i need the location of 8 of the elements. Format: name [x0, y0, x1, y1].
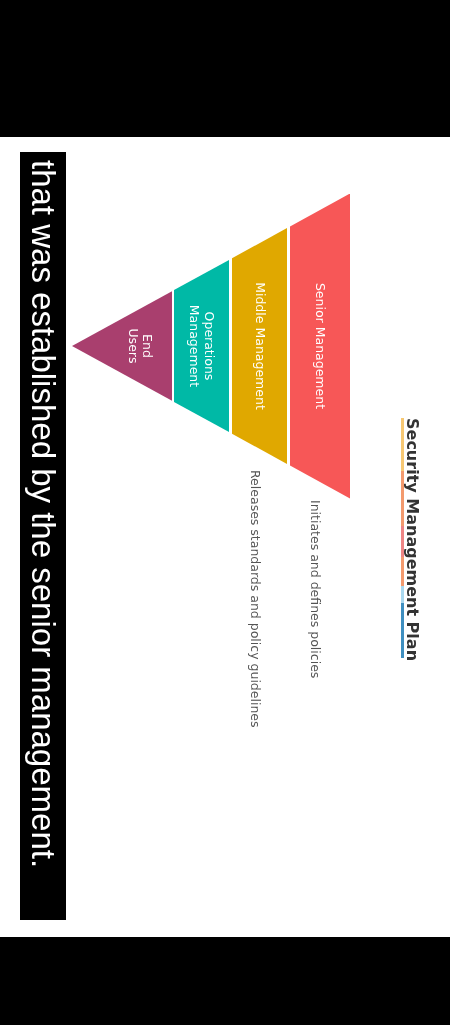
description-text: Initiates and defines policies [308, 500, 323, 679]
layer-label: Operations Management [187, 303, 216, 390]
title-text: Security Management Plan [403, 418, 422, 661]
layer-label: End Users [125, 327, 154, 366]
subtitle-caption: that was established by the senior management. [20, 152, 66, 920]
layer-label: Middle Management [252, 282, 267, 410]
description-text: Releases standards and policy guidelines [248, 470, 263, 728]
layer-label: Senior Management [312, 282, 328, 410]
